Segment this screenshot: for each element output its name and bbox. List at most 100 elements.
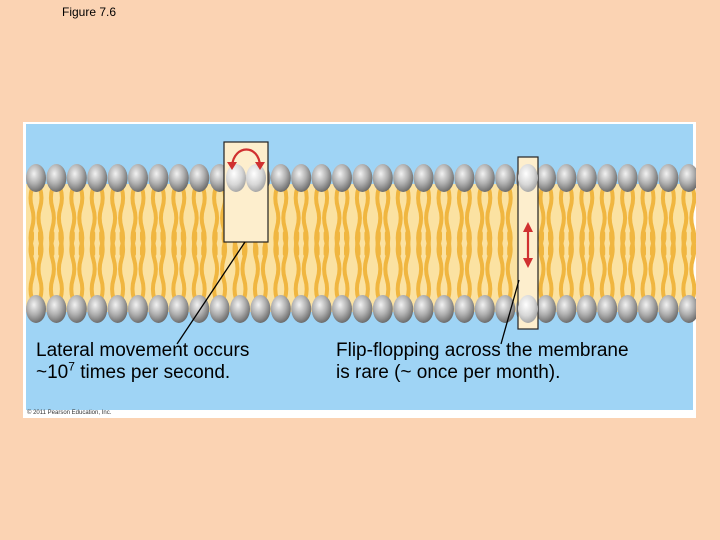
- lipid-head-top: [474, 164, 495, 192]
- lipid-tail-bottom: [362, 231, 370, 301]
- lipid-tail-bottom: [375, 231, 383, 301]
- lipid-tail-bottom: [220, 231, 228, 301]
- lipid-tail-bottom: [477, 231, 485, 301]
- lipid-head-top: [434, 164, 454, 192]
- lipid-tail-bottom: [150, 231, 158, 301]
- lipid-head-top: [26, 164, 46, 192]
- lateral-leader-line: [176, 241, 246, 345]
- lipid-head-bottom: [66, 295, 87, 323]
- lipid-head-top: [597, 164, 618, 192]
- lipid-head-bottom: [352, 295, 373, 323]
- lipid-head-bottom: [638, 295, 658, 323]
- lipid-tail-bottom: [334, 231, 342, 301]
- lipid-head-top: [576, 164, 597, 192]
- lipid-head-bottom: [311, 295, 332, 323]
- lipid-head-top: [678, 164, 696, 192]
- lipid-head-top: [87, 164, 108, 192]
- lipid-tail-bottom: [138, 231, 146, 301]
- lipid-head-top: [128, 164, 148, 192]
- lipid-tail-bottom: [89, 231, 97, 301]
- lipid-tail-bottom: [566, 231, 574, 301]
- flipflop-lipid-bottom: [518, 295, 538, 323]
- lipid-tail-bottom: [69, 231, 77, 301]
- lipid-head-top: [352, 164, 373, 192]
- lipid-tail-bottom: [130, 231, 138, 301]
- flipflop-caption: Flip-flopping across the membrane is rar…: [336, 340, 629, 384]
- lipid-head-bottom: [148, 295, 169, 323]
- lipid-head-top: [658, 164, 679, 192]
- lipid-tail-bottom: [118, 231, 126, 301]
- lipid-tail-bottom: [383, 231, 391, 301]
- lipid-head-bottom: [87, 295, 108, 323]
- lipid-head-bottom: [393, 295, 414, 323]
- lateral-arrowhead-left: [227, 162, 237, 170]
- lipid-head-bottom: [230, 295, 250, 323]
- lipid-bilayer-illustration: [26, 141, 696, 345]
- lipid-tail-bottom: [171, 231, 179, 301]
- lipid-tail-bottom: [464, 231, 472, 301]
- lipid-tail-bottom: [179, 231, 187, 301]
- lipid-tail-bottom: [281, 231, 289, 301]
- lateral-rate-suffix: times per second.: [74, 362, 231, 383]
- lipid-tail-bottom: [587, 231, 595, 301]
- lateral-arrowhead-right: [255, 162, 265, 170]
- lipid-tail-bottom: [232, 231, 240, 301]
- lipid-head-top: [638, 164, 658, 192]
- lipid-tail-bottom: [110, 231, 118, 301]
- lipid-head-top: [46, 164, 67, 192]
- lipid-tail-bottom: [607, 231, 615, 301]
- lipid-head-top: [556, 164, 577, 192]
- lipid-head-bottom: [536, 295, 556, 323]
- lipid-tail-bottom: [456, 231, 464, 301]
- lateral-rate-exponent: 7: [68, 359, 75, 374]
- lipid-tail-bottom: [599, 231, 607, 301]
- lateral-highlight-box: [223, 141, 269, 243]
- lipid-head-bottom: [597, 295, 618, 323]
- lateral-rate-base: ~10: [36, 362, 69, 383]
- lipid-tail-bottom: [444, 231, 452, 301]
- moving-lipid-head-1: [226, 164, 246, 192]
- lipid-tail-bottom: [97, 231, 105, 301]
- lipid-tail-bottom: [579, 231, 587, 301]
- lipid-head-top: [617, 164, 638, 192]
- moving-lipid-head-2: [246, 164, 266, 192]
- lipid-tail-bottom: [273, 231, 281, 301]
- lipid-head-bottom: [209, 295, 230, 323]
- lipid-tail-bottom: [28, 231, 36, 301]
- lipid-tail-bottom: [436, 231, 444, 301]
- lipid-head-top: [168, 164, 189, 192]
- lipid-head-top: [454, 164, 475, 192]
- lipid-head-bottom: [332, 295, 352, 323]
- flipflop-arrowhead-down: [523, 258, 533, 268]
- membrane-panel: Lateral movement occurs ~107 times per s…: [23, 122, 696, 418]
- lipid-head-bottom: [291, 295, 312, 323]
- lateral-movement-caption: Lateral movement occurs ~107 times per s…: [36, 340, 249, 384]
- lipid-head-bottom: [250, 295, 271, 323]
- lipid-head-bottom: [128, 295, 148, 323]
- lipid-head-top: [66, 164, 87, 192]
- lipid-head-bottom: [107, 295, 128, 323]
- lipid-tail-bottom: [546, 231, 554, 301]
- lipid-tail-bottom: [628, 231, 636, 301]
- lipid-head-top: [189, 164, 210, 192]
- lipid-tail-bottom: [191, 231, 199, 301]
- lipid-tail-bottom: [301, 231, 309, 301]
- lipid-tail-bottom: [416, 231, 424, 301]
- lipid-tail-bottom: [640, 231, 648, 301]
- lipid-tail-bottom: [620, 231, 628, 301]
- lipid-head-top: [270, 164, 291, 192]
- lipid-tail-bottom: [403, 231, 411, 301]
- lipid-tail-bottom: [199, 231, 207, 301]
- lipid-tail-bottom: [293, 231, 301, 301]
- lipid-head-bottom: [189, 295, 210, 323]
- lipid-tail-bottom: [240, 231, 248, 301]
- lipid-tail-bottom: [689, 231, 696, 301]
- lipid-tail-bottom: [558, 231, 566, 301]
- lipid-head-bottom: [168, 295, 189, 323]
- lipid-head-bottom: [413, 295, 434, 323]
- lipid-head-bottom: [495, 295, 516, 323]
- lipid-tail-bottom: [36, 231, 44, 301]
- lipid-head-bottom: [658, 295, 679, 323]
- lipid-tail-bottom: [77, 231, 85, 301]
- lipid-head-bottom: [576, 295, 597, 323]
